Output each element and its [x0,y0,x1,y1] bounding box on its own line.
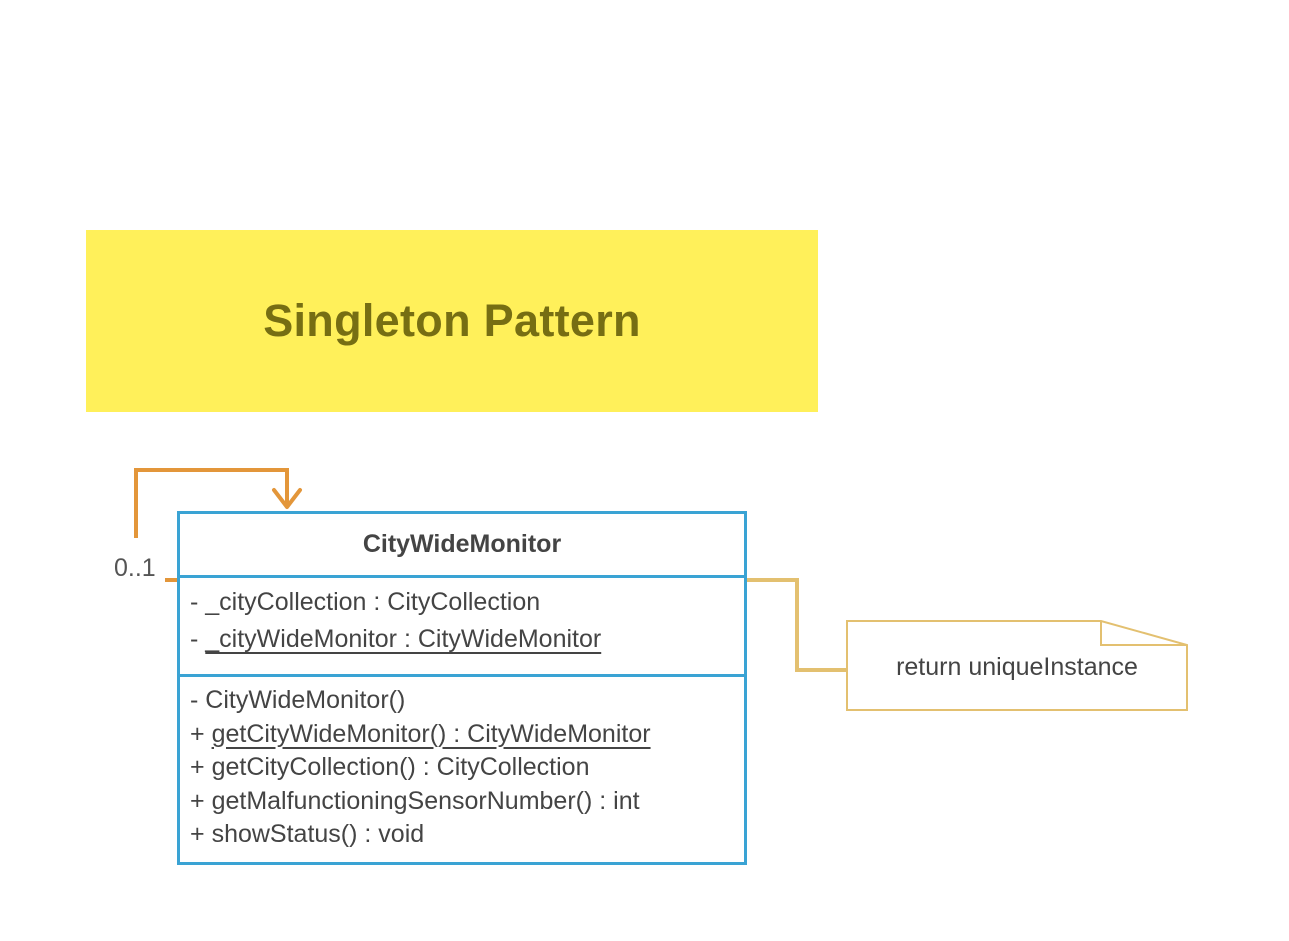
operation-constructor: - CityWideMonitor() [190,686,406,714]
attributes-compartment: - _cityCollection : CityCollection - _ci… [180,578,744,677]
self-association-arrowhead [272,488,302,509]
attribute-city-collection: - _cityCollection : CityCollection [190,588,541,616]
attribute-city-wide-monitor: - _cityWideMonitor : CityWideMonitor [190,625,602,653]
note-connector-line [743,578,846,672]
operation-get-city-collection: + getCityCollection() : CityCollection [190,753,590,781]
uml-note[interactable]: return uniqueInstance [846,620,1188,711]
operation-show-status: + showStatus() : void [190,820,425,848]
note-text: return uniqueInstance [896,652,1138,681]
multiplicity-label: 0..1 [114,554,156,582]
uml-class-citywidemonitor[interactable]: CityWideMonitor - _cityCollection : City… [177,511,747,865]
self-association-line [134,468,289,538]
class-name: CityWideMonitor [180,514,744,578]
operations-compartment: - CityWideMonitor() + getCityWideMonitor… [180,677,744,853]
operation-get-city-wide-monitor: + getCityWideMonitor() : CityWideMonitor [190,719,651,748]
title-banner: Singleton Pattern [86,230,818,412]
note-shape [846,620,1188,711]
diagram-title: Singleton Pattern [263,295,641,346]
operation-get-malfunctioning-sensor-number: + getMalfunctioningSensorNumber() : int [190,786,640,815]
